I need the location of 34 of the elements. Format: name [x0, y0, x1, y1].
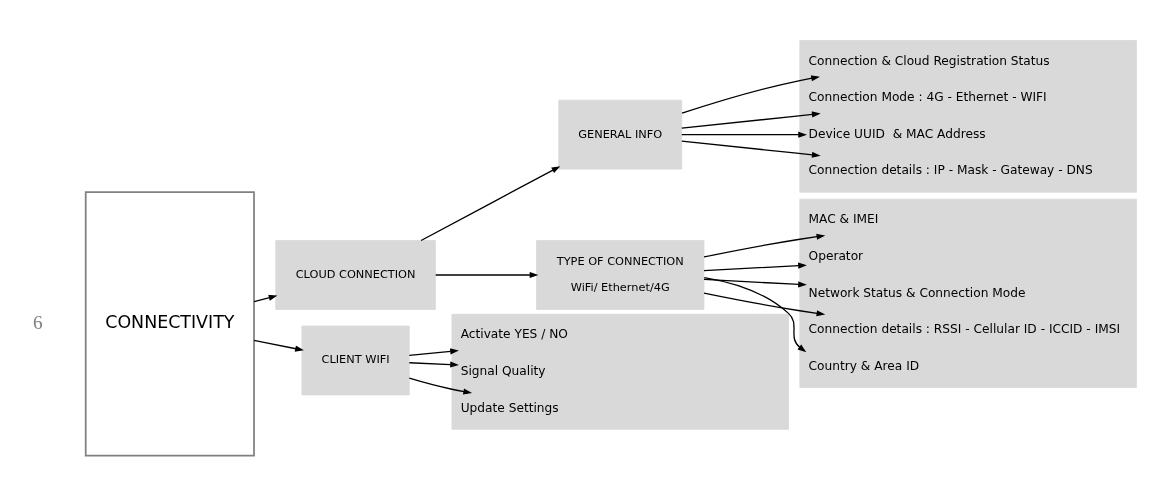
node-box: CLOUD CONNECTION: [275, 240, 436, 310]
arrow: [681, 111, 821, 129]
node-label: 6: [32, 311, 43, 333]
arrow: [703, 262, 807, 272]
node-box: CONNECTIVITY: [84, 191, 255, 457]
node-text: Connection details : RSSI - Cellular ID - ICCID - IMSI: [808, 322, 1121, 337]
arrow: [681, 131, 807, 138]
node-text: Activate YES / NO: [460, 327, 568, 342]
node-text: Operator: [808, 248, 864, 263]
arrow: [408, 361, 459, 368]
arrow: [703, 233, 826, 258]
node-text: Signal Quality: [460, 364, 546, 379]
arrow: [408, 348, 459, 357]
arrow: [435, 271, 539, 279]
node-text: Country & Area ID: [808, 358, 920, 373]
arrow: [253, 294, 278, 303]
node-text: Network Status & Connection Mode: [808, 285, 1026, 300]
arrow: [408, 377, 473, 395]
node-text: MAC & IMEI: [808, 212, 879, 227]
node-text: Update Settings: [460, 400, 559, 415]
node-box: GENERAL INFO: [558, 99, 683, 170]
node-text: Connection & Cloud Registration Status: [808, 53, 1050, 68]
node-box: CLIENT WIFI: [301, 325, 410, 396]
arrow: [681, 75, 820, 114]
node-text: Connection details : IP - Mask - Gateway - DNS: [808, 163, 1093, 178]
node-text: Connection Mode : 4G - Ethernet - WIFI: [808, 90, 1047, 105]
arrow: [703, 276, 807, 353]
arrow: [420, 166, 561, 242]
arrow: [703, 292, 826, 317]
arrow: [253, 339, 304, 352]
arrow: [703, 278, 807, 288]
node-box: TYPE OF CONNECTION WiFi/ Ethernet/4G: [536, 240, 705, 310]
arrow: [681, 140, 821, 158]
node-text: Device UUID & MAC Address: [808, 126, 986, 141]
